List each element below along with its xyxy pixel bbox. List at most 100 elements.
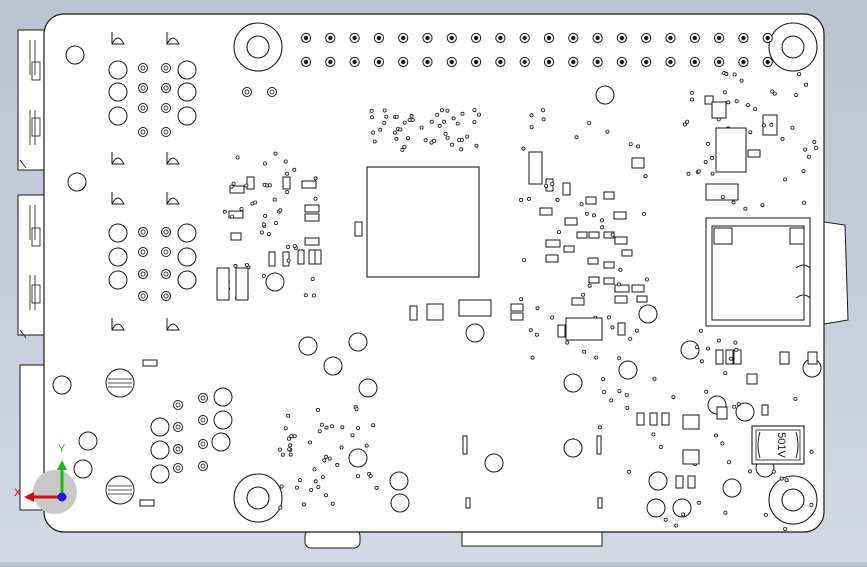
- via: [624, 393, 629, 398]
- smd-part: [229, 185, 245, 194]
- via: [809, 449, 814, 454]
- smd-part: [139, 499, 155, 507]
- axis-x-label: X: [14, 487, 22, 499]
- via: [354, 407, 359, 412]
- via: [710, 171, 715, 176]
- via: [582, 349, 587, 354]
- via: [278, 208, 283, 213]
- via: [322, 458, 327, 463]
- led: [166, 323, 180, 331]
- via: [229, 184, 234, 189]
- via: [292, 167, 297, 172]
- smd-part: [636, 412, 645, 426]
- smd-part: [631, 284, 645, 293]
- via: [277, 447, 282, 452]
- pad-circle: [211, 432, 231, 452]
- via: [340, 425, 345, 430]
- via: [266, 232, 271, 237]
- via: [780, 136, 785, 141]
- small-pad: [161, 291, 171, 301]
- via: [382, 108, 387, 113]
- via: [283, 426, 288, 431]
- via: [311, 293, 316, 298]
- via: [732, 404, 737, 409]
- via: [327, 456, 332, 461]
- via: [402, 144, 407, 149]
- via: [745, 103, 750, 108]
- via: [644, 277, 649, 282]
- smd-part: [603, 261, 615, 269]
- via: [324, 425, 329, 430]
- via: [398, 127, 403, 132]
- smd-part: [562, 182, 571, 196]
- via: [460, 111, 465, 116]
- via: [459, 137, 464, 142]
- smd-part: [716, 406, 728, 420]
- smd-part: [614, 284, 630, 293]
- via: [541, 108, 546, 113]
- via: [429, 119, 434, 124]
- smd-part: [613, 211, 627, 220]
- pad-circle: [78, 431, 98, 451]
- via: [723, 510, 728, 515]
- small-pad: [138, 227, 148, 237]
- via: [527, 196, 532, 201]
- via: [521, 146, 526, 151]
- gpio-pin-center: [425, 35, 430, 41]
- via: [739, 78, 744, 83]
- via: [474, 143, 479, 148]
- via: [804, 82, 809, 87]
- via: [772, 91, 777, 96]
- pad-circle: [150, 417, 170, 437]
- gpio-pin-center: [449, 35, 454, 41]
- via: [280, 452, 285, 457]
- via: [364, 443, 369, 448]
- gpio-pin-center: [716, 59, 722, 65]
- via: [535, 306, 540, 311]
- small-pad-ring: [200, 463, 206, 469]
- via: [600, 225, 605, 230]
- pad-circle: [595, 85, 615, 105]
- via: [565, 340, 570, 345]
- via: [753, 107, 758, 112]
- via: [598, 425, 603, 430]
- via: [697, 500, 702, 505]
- smd-part: [631, 157, 645, 169]
- gpio-header: [300, 32, 773, 68]
- via: [761, 123, 766, 128]
- via: [748, 130, 753, 135]
- via: [285, 190, 290, 195]
- gpio-pin-center: [595, 59, 600, 65]
- small-pad-ring: [140, 271, 146, 277]
- via: [627, 469, 632, 474]
- gpio-pin-center: [619, 35, 625, 41]
- smd-part: [587, 257, 599, 265]
- smd-part: [588, 231, 600, 239]
- via: [814, 145, 819, 150]
- magnetics-pad: [177, 247, 197, 267]
- smd-part: [571, 297, 585, 306]
- via: [263, 213, 268, 218]
- via: [706, 141, 711, 146]
- pad-circle: [348, 332, 368, 352]
- magnetics-pad: [108, 106, 128, 126]
- via: [472, 120, 477, 125]
- via: [720, 195, 725, 200]
- via: [355, 474, 360, 479]
- small-pad-ring: [140, 229, 146, 235]
- via: [732, 72, 737, 77]
- pad-circle: [348, 448, 368, 468]
- component-pads: [52, 32, 822, 518]
- smd-part: [588, 276, 600, 284]
- via: [710, 155, 715, 160]
- via: [534, 332, 539, 337]
- via: [356, 426, 361, 431]
- magnetics-pad: [108, 82, 128, 102]
- gpio-pin-center: [741, 35, 746, 41]
- led: [111, 157, 125, 165]
- small-pad: [198, 461, 208, 471]
- via: [610, 325, 615, 330]
- via: [450, 142, 455, 147]
- via: [528, 328, 533, 333]
